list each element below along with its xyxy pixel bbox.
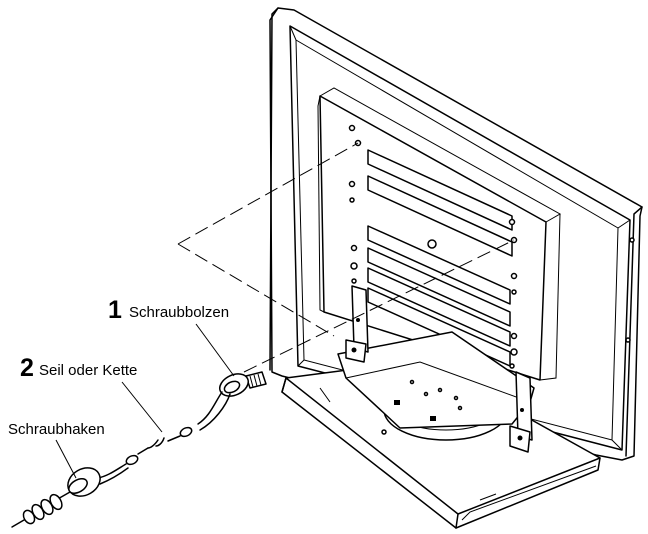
leader-lines [55, 323, 235, 479]
monitor-side-edge [269, 7, 643, 457]
monitor-bevel [289, 25, 631, 451]
label-schraubhaken: Schraubhaken [8, 421, 105, 438]
leader-seil [121, 381, 163, 433]
guide-line-lower [177, 243, 335, 337]
leader-schraubhaken [55, 439, 77, 479]
guide-lines [177, 142, 515, 373]
screw-hook [11, 467, 101, 528]
tv-stand [281, 285, 601, 529]
leader-schraubbolzen [195, 323, 235, 377]
stand-column-right [509, 371, 533, 453]
eye-bolt [219, 371, 267, 397]
label-schraubbolzen: Schraubbolzen [129, 304, 229, 321]
guide-line-upper-right [243, 239, 515, 373]
label-seil-oder-kette: Seil oder Kette [39, 362, 137, 379]
label-number-1: 1 [108, 296, 122, 324]
vent-slots-upper [367, 149, 513, 257]
rope-or-chain [97, 391, 231, 485]
mount-holes [348, 124, 635, 369]
stand-screws [381, 379, 463, 435]
guide-line-upper-left [177, 142, 359, 245]
stand-column-left [345, 285, 369, 363]
screw-hook-thread [11, 493, 63, 528]
label-number-2: 2 [20, 354, 34, 382]
